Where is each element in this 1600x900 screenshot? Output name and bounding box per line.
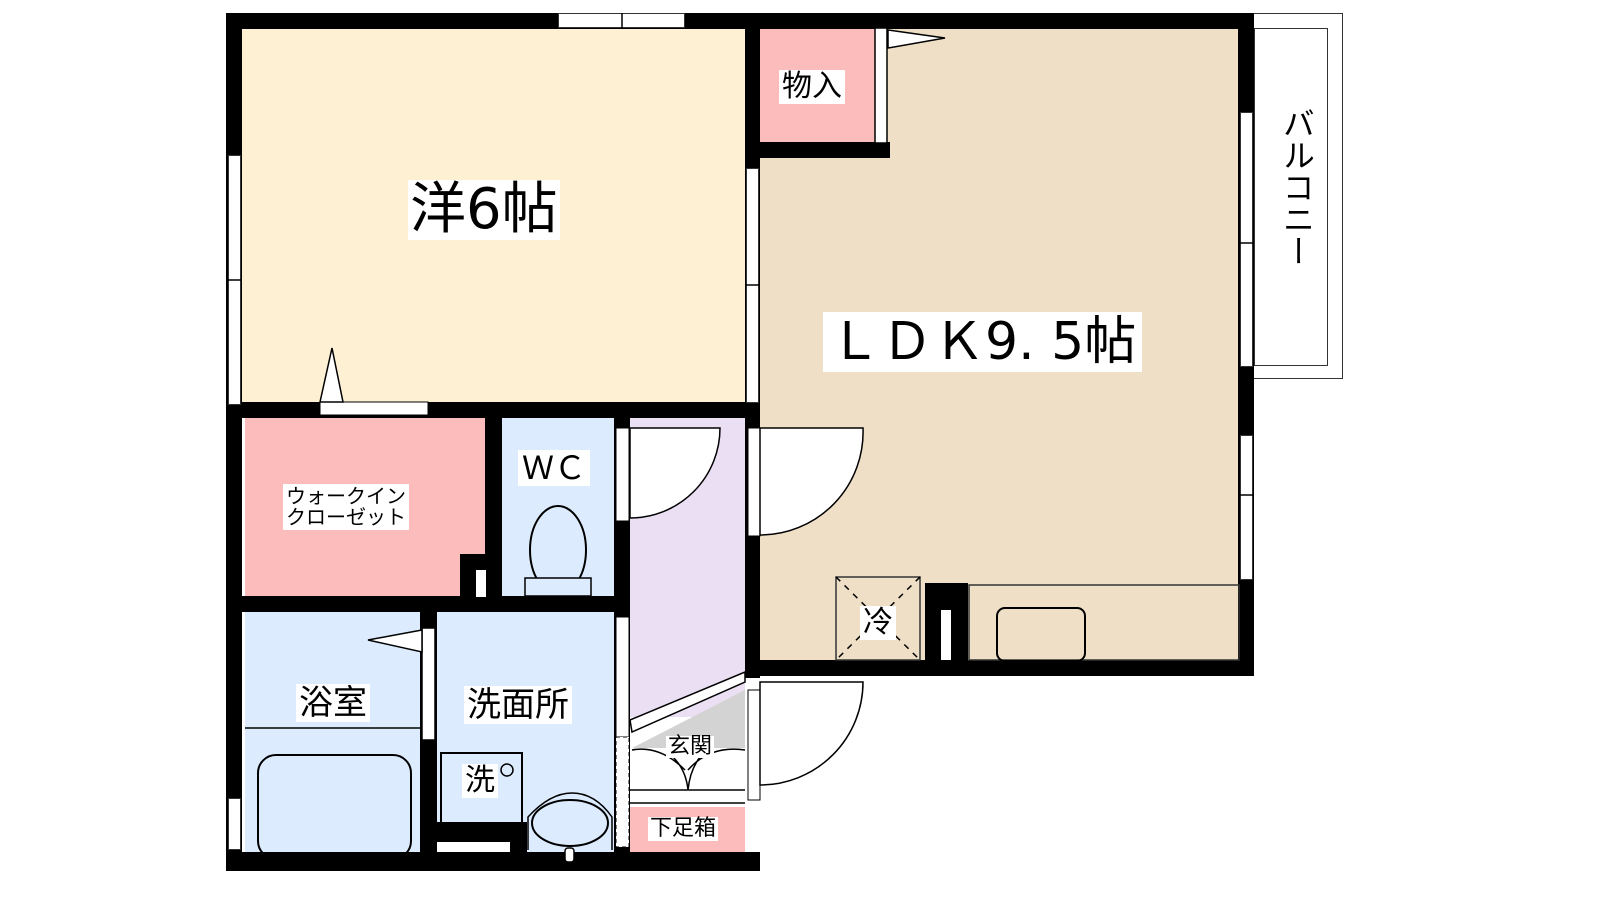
slot-kitchen-pillar: [941, 610, 951, 660]
wc-label: ＷＣ: [518, 450, 591, 486]
wc-door-swing: [629, 427, 721, 519]
window-balcony: [1240, 112, 1253, 367]
bathroom: [245, 612, 420, 852]
wall-ldk-bottom: [746, 660, 1254, 676]
balcony-label-text: バルコニー: [1277, 107, 1316, 267]
bath-door-flag: [367, 629, 423, 653]
western-door-flag: [319, 347, 344, 403]
ldk-room-label: ＬＤＫ9. 5帖: [823, 312, 1143, 372]
storage-door-frame: [874, 27, 888, 144]
storage-label: 物入: [779, 70, 845, 104]
ldk-door-swing: [759, 427, 864, 536]
washer-pan: [440, 752, 523, 839]
washroom: [437, 612, 614, 852]
vent-wash-bottom: [437, 842, 510, 852]
wall-walkin-bottom: [226, 596, 630, 612]
walkin-closet-label: ウォークイン クローゼット: [283, 484, 409, 530]
walkin-label-line2: クローゼット: [286, 505, 406, 529]
fridge-label: 冷: [860, 606, 896, 640]
fridge-space: [835, 576, 921, 661]
toilet-tank: [524, 577, 592, 597]
walkin-label-line1: ウォークイン: [286, 484, 406, 508]
western-room-label: 洋6帖: [408, 177, 560, 242]
kitchen-sink: [996, 607, 1086, 662]
washer-label: 洗: [462, 764, 498, 798]
slot-walkin-notch: [476, 570, 486, 597]
bath-label: 浴室: [296, 684, 370, 722]
western-door-frame: [319, 401, 429, 416]
entrance-label: 玄関: [666, 734, 715, 759]
bathtub: [257, 754, 412, 860]
wall-storage-bottom: [745, 142, 890, 158]
balcony: [1254, 28, 1328, 366]
storage-door-flag: [887, 29, 946, 49]
washroom-label: 洗面所: [464, 686, 572, 724]
window-bath: [228, 798, 241, 850]
shoebox-label: 下足箱: [648, 816, 719, 841]
kitchen-counter: [968, 584, 1240, 661]
wash-basin: [531, 799, 609, 847]
front-door-swing: [759, 681, 864, 786]
window-right-lower: [1240, 435, 1253, 580]
wall-top: [226, 13, 1253, 29]
balcony-label: バルコニー: [1275, 105, 1317, 277]
balcony-outline: [1250, 13, 1343, 379]
wall-walkin-wc: [485, 402, 502, 612]
